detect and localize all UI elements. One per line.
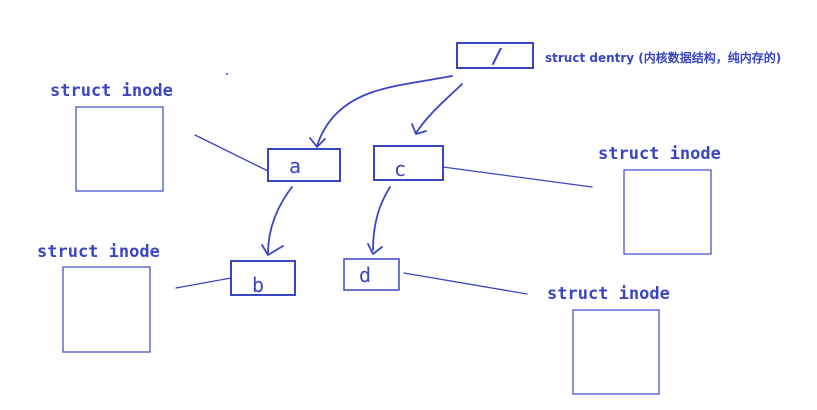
dentry-a-box [267,148,341,182]
dentry-d-box [343,258,400,291]
link-b-inode [175,277,232,289]
inode-caption-d: struct inode [547,284,670,304]
root-dentry-label: / [491,44,502,68]
dentry-c-label: c [394,157,406,181]
inode-box-d [572,309,660,395]
arrowhead-root-to-a [309,137,326,148]
inode-caption-a: struct inode [50,81,173,101]
arrowhead-a-to-b [261,244,284,256]
arrow-root-to-c [415,83,463,134]
link-d-inode [403,272,528,295]
root-dentry-box [456,42,534,69]
arrow-a-to-b [267,186,293,254]
inode-caption-c: struct inode [598,144,721,164]
link-c-inode [442,166,593,188]
arrowhead-c-to-d [367,243,383,255]
link-a-inode [194,134,269,172]
stray-mark [226,73,228,75]
dentry-a-label: a [289,154,301,178]
dentry-caption: struct dentry (内核数据结构，纯内存的) [545,50,781,65]
arrowhead-root-to-c [411,123,427,135]
inode-box-a [75,106,164,192]
dentry-c-box [373,145,444,181]
arrow-root-to-a [316,75,453,147]
dentry-b-label: b [252,273,264,297]
inode-box-b [62,266,151,353]
inode-box-c [623,169,712,255]
arrow-c-to-d [372,186,391,251]
dentry-d-label: d [359,263,371,287]
inode-caption-b: struct inode [37,242,160,262]
